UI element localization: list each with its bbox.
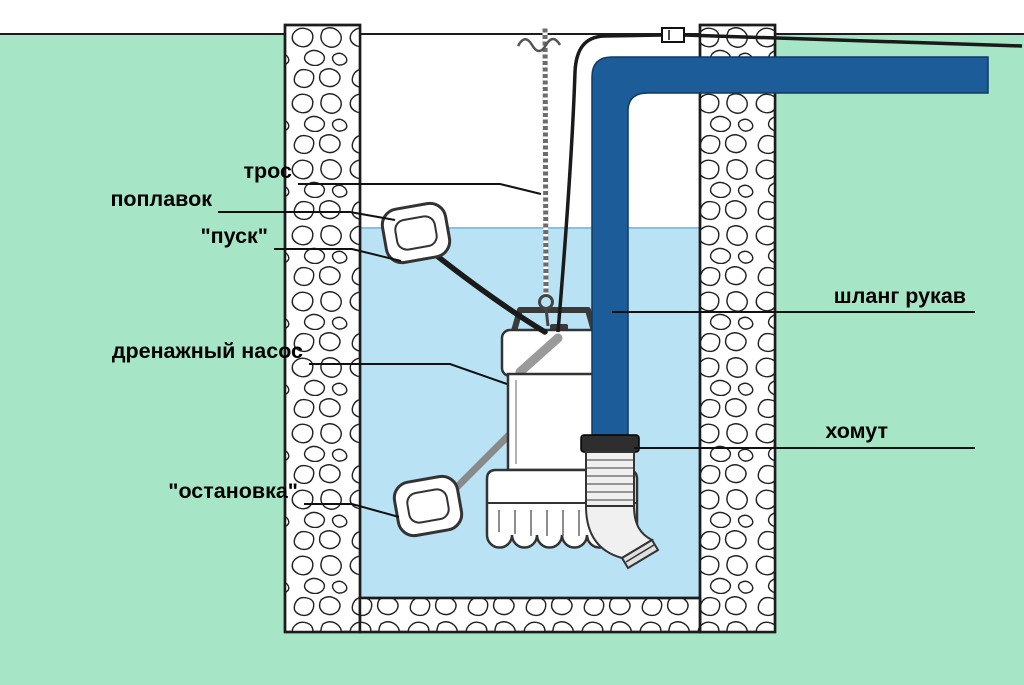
pusk-leader-line bbox=[274, 248, 402, 262]
poplavok-leader-line bbox=[218, 211, 396, 221]
poplavok-label: поплавок bbox=[110, 187, 212, 211]
hose-clamp bbox=[580, 434, 640, 453]
pusk-label: "пуск" bbox=[200, 224, 268, 248]
elbow-ridge bbox=[625, 544, 655, 563]
coupler-threads bbox=[587, 459, 633, 501]
label-hose: шланг рукав bbox=[612, 284, 975, 313]
ostanovka-label: "остановка" bbox=[168, 479, 298, 503]
pump-label: дренажный насос bbox=[112, 339, 303, 363]
threaded-coupler bbox=[585, 451, 635, 507]
stop-float bbox=[392, 474, 464, 538]
pump-leader-line bbox=[309, 363, 508, 385]
start-float bbox=[380, 201, 452, 265]
discharge-pipe bbox=[591, 56, 989, 443]
rope-line bbox=[542, 25, 549, 297]
rope bbox=[516, 25, 562, 327]
bottom-stones bbox=[358, 596, 702, 634]
power-cable-right bbox=[683, 33, 1023, 48]
hose-label: шланг рукав bbox=[834, 284, 966, 308]
left-wall bbox=[283, 23, 362, 634]
plug-connector bbox=[661, 27, 685, 43]
power-cable-left bbox=[556, 33, 663, 333]
label-pump: дренажный насос bbox=[112, 339, 508, 385]
label-poplavok: поплавок bbox=[110, 187, 396, 221]
label-ostanovka: "остановка" bbox=[168, 479, 400, 518]
homut-label: хомут bbox=[825, 419, 888, 443]
stop-float-rod bbox=[447, 424, 520, 497]
start-float-cable bbox=[429, 249, 548, 335]
float-arm bbox=[515, 333, 563, 377]
rope-coil bbox=[516, 37, 562, 53]
tros-label: трос bbox=[244, 159, 293, 183]
outlet-elbow bbox=[584, 505, 660, 570]
label-pusk: "пуск" bbox=[200, 224, 402, 262]
label-tros: трос bbox=[244, 159, 542, 195]
right-wall bbox=[698, 23, 777, 634]
tros-leader-line bbox=[298, 183, 542, 195]
ostanovka-leader-line bbox=[304, 503, 400, 518]
label-homut: хомут bbox=[634, 419, 975, 449]
power-cable bbox=[556, 27, 1023, 333]
rope-shackle bbox=[544, 307, 550, 327]
